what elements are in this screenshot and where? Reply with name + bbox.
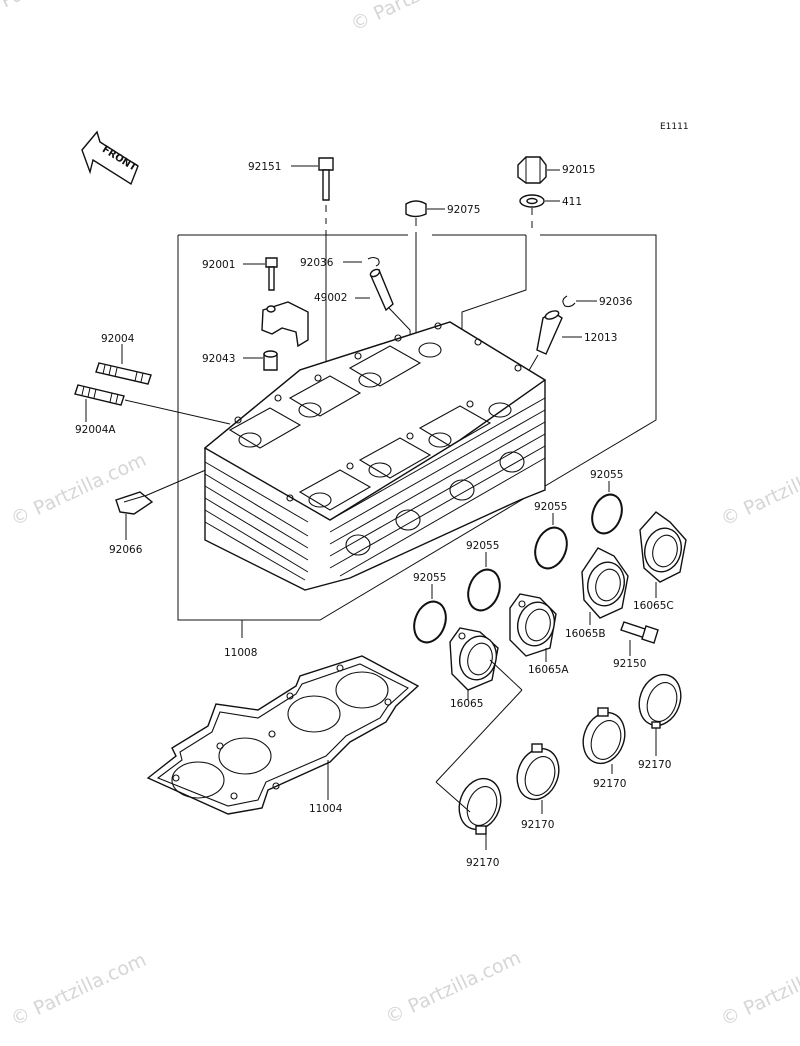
screw-92150 xyxy=(620,621,659,656)
watermark: © Partzilla.com xyxy=(8,949,150,1031)
leader-line xyxy=(435,689,523,813)
watermark: © Partzilla.com xyxy=(348,0,490,36)
cylinder-head-group-bracket xyxy=(177,234,657,638)
part-label: 92150 xyxy=(613,658,646,670)
bolt-92001 xyxy=(243,257,278,291)
cylinder-head-11008 xyxy=(203,321,547,591)
part-label: 11004 xyxy=(309,803,343,815)
o-ring-92055-b xyxy=(467,552,501,612)
part-label: 16065C xyxy=(633,600,674,612)
stud-92004a xyxy=(74,384,231,425)
holder-16065b xyxy=(581,547,629,625)
part-label: 92004A xyxy=(75,424,116,436)
watermark: © Partzilla.com xyxy=(718,449,800,531)
front-arrow-icon: FRONT xyxy=(81,130,139,186)
bolt-92151 xyxy=(291,157,334,236)
cap-92075 xyxy=(405,200,445,240)
part-label: 411 xyxy=(562,196,582,208)
camshaft-cap xyxy=(261,301,309,348)
washer-411 xyxy=(519,194,560,228)
o-ring-92055-c xyxy=(534,513,568,570)
part-label: 92170 xyxy=(466,857,499,869)
holder-16065a xyxy=(509,593,557,662)
o-ring-92055-a xyxy=(413,584,447,644)
part-label: 92055 xyxy=(466,540,499,552)
watermark: © Partzilla.com xyxy=(8,449,150,531)
part-label: 92055 xyxy=(413,572,446,584)
part-label: 92055 xyxy=(590,469,623,481)
watermark: © Partzilla.com xyxy=(718,949,800,1031)
part-label: 92001 xyxy=(202,259,235,271)
part-label: 92036 xyxy=(300,257,334,269)
gasket-11004 xyxy=(146,655,420,815)
holder-16065 xyxy=(449,627,523,700)
part-labels: 92151 92015 92075 411 92001 92036 92036 … xyxy=(75,161,674,869)
diagram-code: E1111 xyxy=(660,122,689,132)
cap-92066 xyxy=(115,465,216,540)
clamp-92170-b xyxy=(582,707,626,774)
part-label: 92170 xyxy=(638,759,671,771)
part-label: 92043 xyxy=(202,353,235,365)
part-label: 16065 xyxy=(450,698,483,710)
clip-92036-right xyxy=(562,295,597,308)
o-ring-92055-d xyxy=(591,481,623,535)
part-label: 92055 xyxy=(534,501,567,513)
part-label: 92036 xyxy=(599,296,633,308)
watermark: © Partzilla.com xyxy=(382,947,524,1029)
part-label: 12013 xyxy=(584,332,617,344)
part-label: 92004 xyxy=(101,333,135,345)
clamp-92170-a xyxy=(638,673,682,756)
part-label: 92075 xyxy=(447,204,480,216)
holder-16065c xyxy=(639,511,687,598)
watermark: © Partzilla.com xyxy=(0,0,117,23)
clip-92036-upper xyxy=(343,256,380,267)
dowel-92043 xyxy=(243,350,278,371)
leader-line xyxy=(461,235,527,350)
part-label: 92170 xyxy=(593,778,626,790)
part-label: 49002 xyxy=(314,292,347,304)
stud-92004 xyxy=(95,344,152,385)
part-label: 92170 xyxy=(521,819,554,831)
clamp-92170-c xyxy=(516,743,560,814)
part-label: 92066 xyxy=(109,544,143,556)
part-label: 11008 xyxy=(224,647,257,659)
part-label: 92015 xyxy=(562,164,595,176)
part-label: 92151 xyxy=(248,161,281,173)
nut-92015 xyxy=(517,156,560,184)
clamp-92170-d xyxy=(458,777,502,850)
part-label: 16065A xyxy=(528,664,569,676)
part-label: 16065B xyxy=(565,628,606,640)
